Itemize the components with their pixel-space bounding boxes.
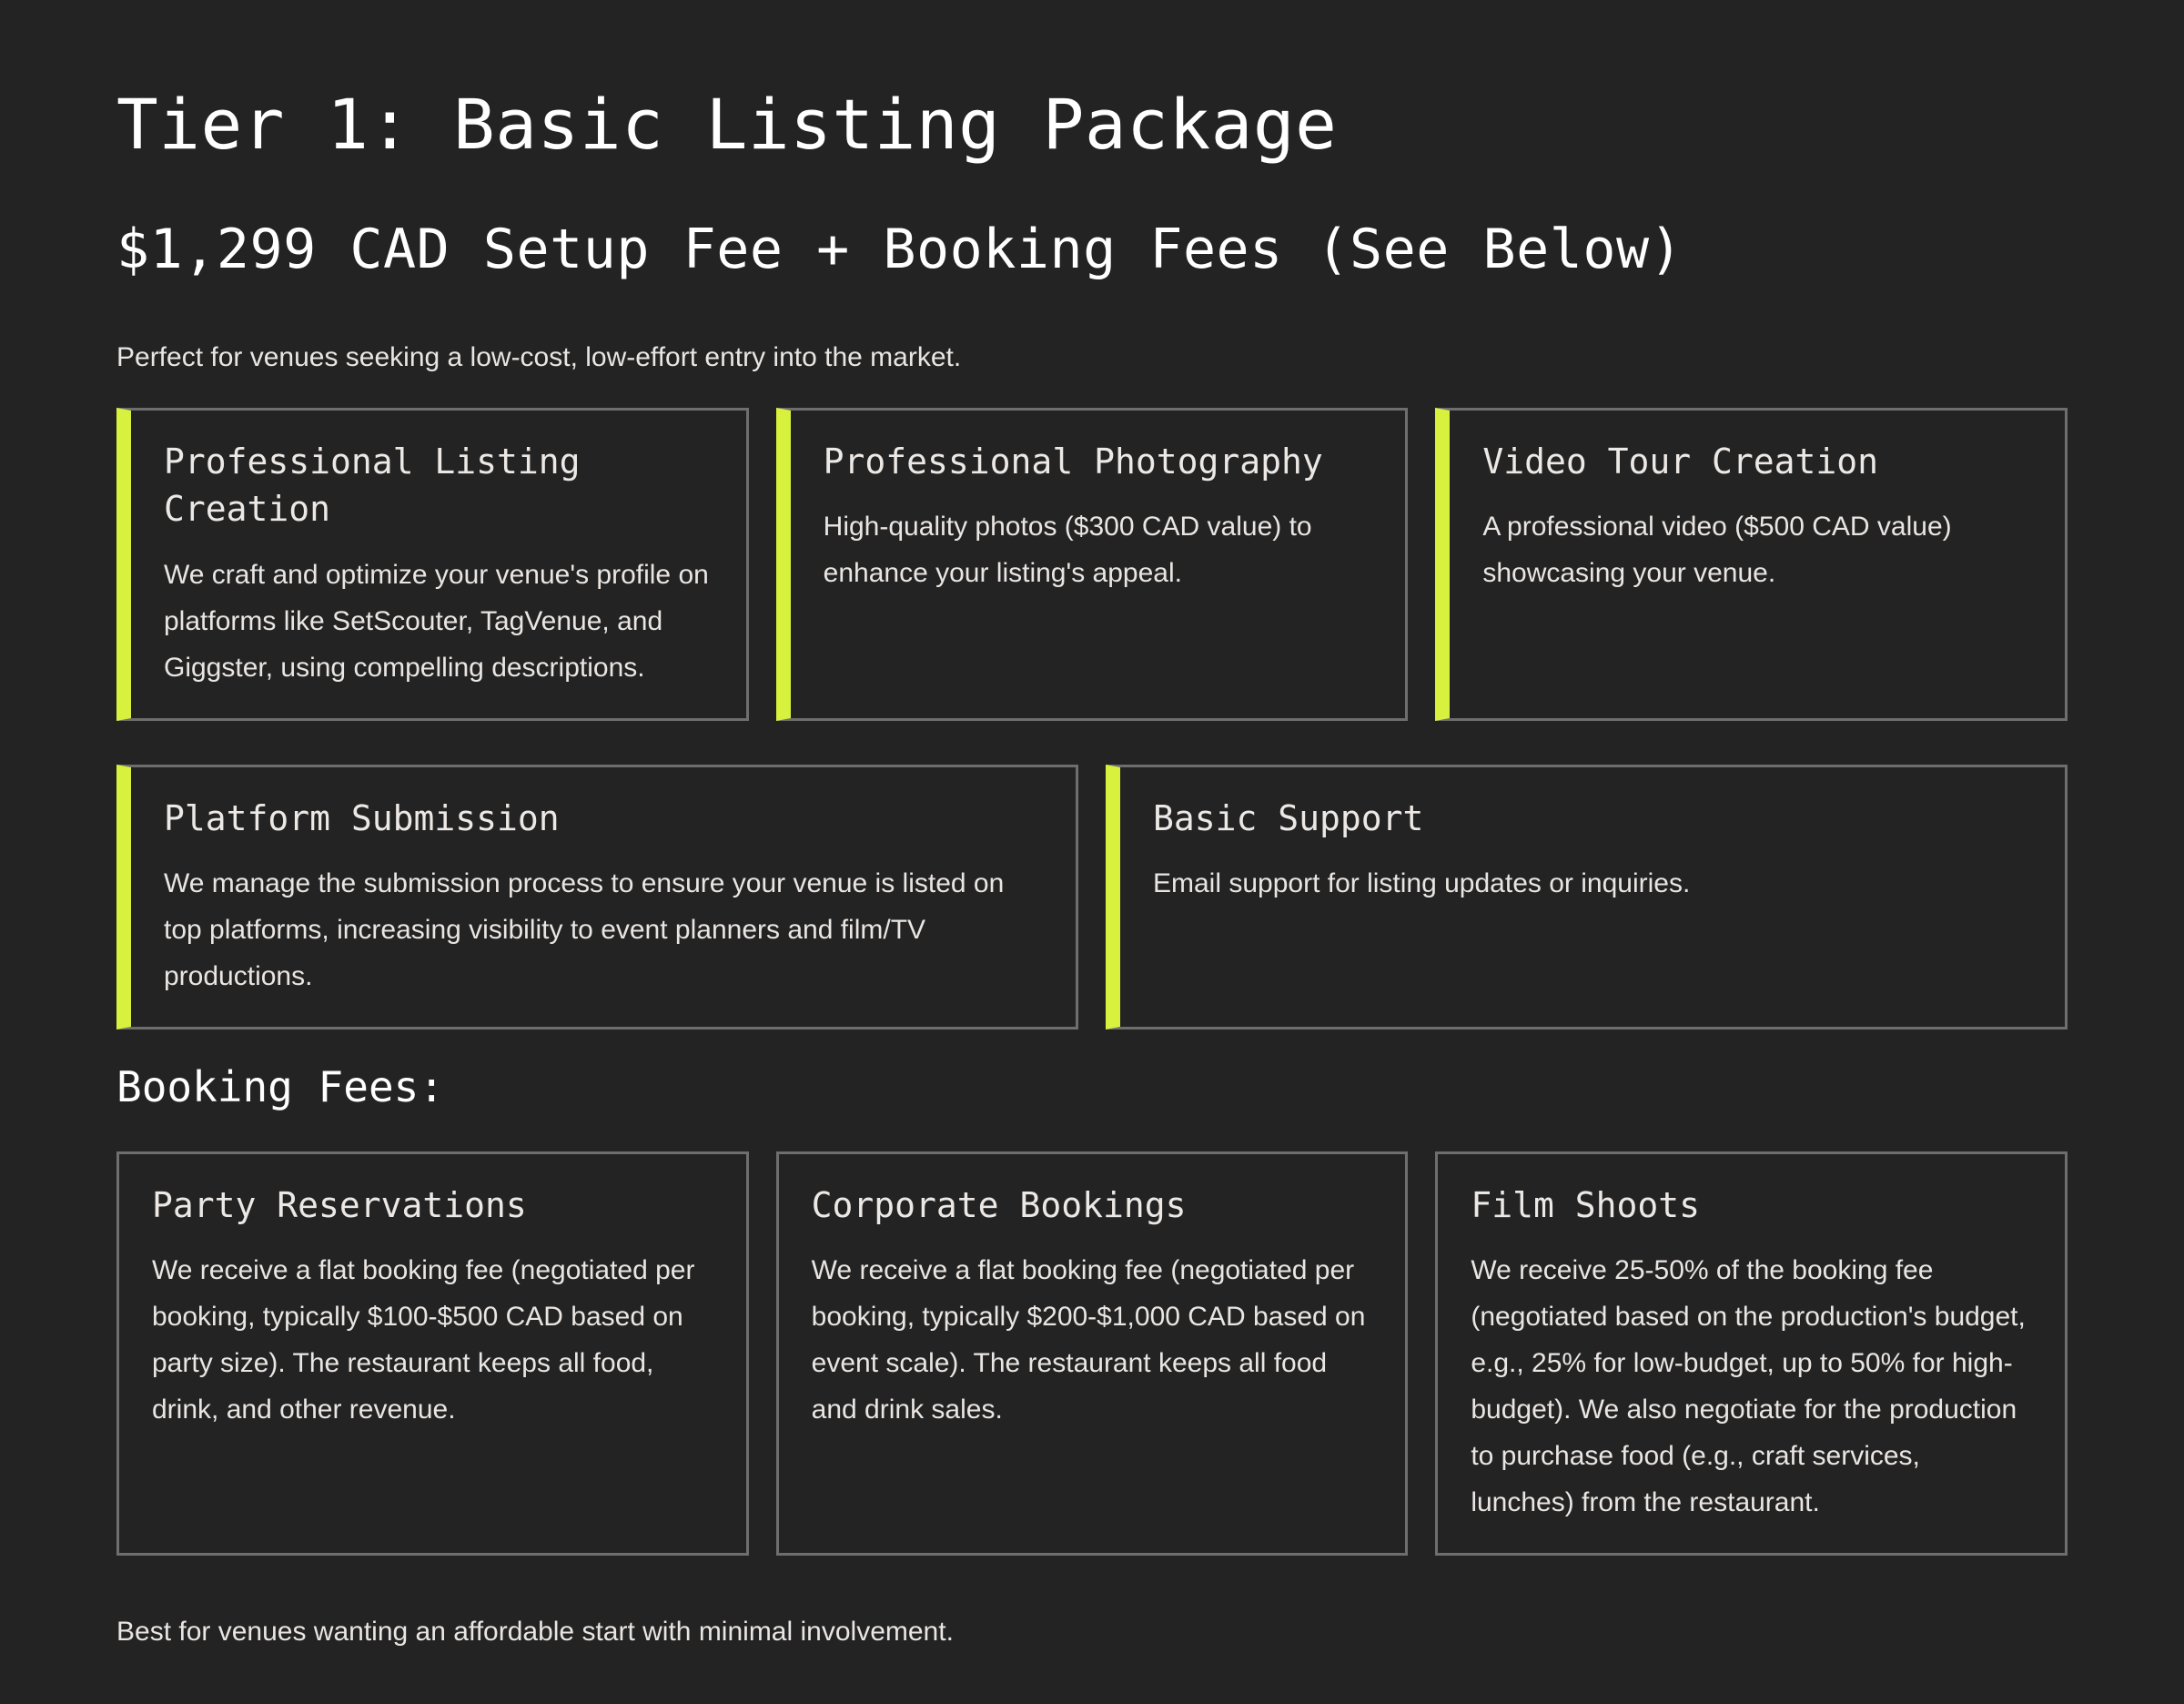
feature-card-platform-submission: Platform Submission We manage the submis…	[116, 764, 1078, 1030]
booking-card-corporate-bookings: Corporate Bookings We receive a flat boo…	[775, 1151, 1409, 1557]
feature-card-title: Basic Support	[1153, 797, 1424, 838]
booking-card-party-reservations: Party Reservations We receive a flat boo…	[116, 1151, 749, 1557]
feature-card-title: Professional Photography	[823, 441, 1323, 482]
feature-card-body: A professional video ($500 CAD value) sh…	[1482, 512, 1952, 589]
feature-card-photography: Professional Photography High-quality ph…	[775, 407, 1409, 721]
page-title: Tier 1: Basic Listing Package	[116, 84, 1338, 165]
features-row-top: Professional Listing Creation We craft a…	[116, 407, 2068, 721]
feature-card-title: Platform Submission	[164, 797, 560, 838]
feature-card-title: Professional Listing Creation	[164, 441, 581, 530]
booking-fees-heading: Booking Fees:	[116, 1062, 445, 1112]
booking-card-title: Party Reservations	[152, 1184, 527, 1225]
feature-card-body: High-quality photos ($300 CAD value) to …	[823, 512, 1312, 589]
feature-card-body: Email support for listing updates or inq…	[1153, 868, 1691, 899]
booking-card-body: We receive a flat booking fee (negotiate…	[152, 1255, 695, 1425]
feature-card-video-tour: Video Tour Creation A professional video…	[1435, 407, 2068, 721]
feature-card-body: We manage the submission process to ensu…	[164, 868, 1005, 992]
booking-card-body: We receive 25-50% of the booking fee (ne…	[1471, 1255, 2026, 1518]
footer-note: Best for venues wanting an affordable st…	[116, 1617, 954, 1648]
booking-card-film-shoots: Film Shoots We receive 25-50% of the boo…	[1435, 1151, 2068, 1557]
booking-fees-row: Party Reservations We receive a flat boo…	[116, 1151, 2068, 1557]
booking-card-body: We receive a flat booking fee (negotiate…	[811, 1255, 1366, 1425]
feature-card-basic-support: Basic Support Email support for listing …	[1106, 764, 2068, 1030]
feature-card-title: Video Tour Creation	[1482, 441, 1879, 482]
page-subtitle: $1,299 CAD Setup Fee + Booking Fees (See…	[116, 217, 1684, 281]
page-description: Perfect for venues seeking a low-cost, l…	[116, 341, 962, 372]
features-row-bottom: Platform Submission We manage the submis…	[116, 764, 2068, 1030]
package-document: Tier 1: Basic Listing Package $1,299 CAD…	[116, 80, 2068, 1655]
booking-card-title: Film Shoots	[1471, 1184, 1700, 1225]
feature-card-listing-creation: Professional Listing Creation We craft a…	[116, 407, 749, 721]
booking-card-title: Corporate Bookings	[811, 1184, 1187, 1225]
feature-card-body: We craft and optimize your venue's profi…	[164, 559, 709, 683]
